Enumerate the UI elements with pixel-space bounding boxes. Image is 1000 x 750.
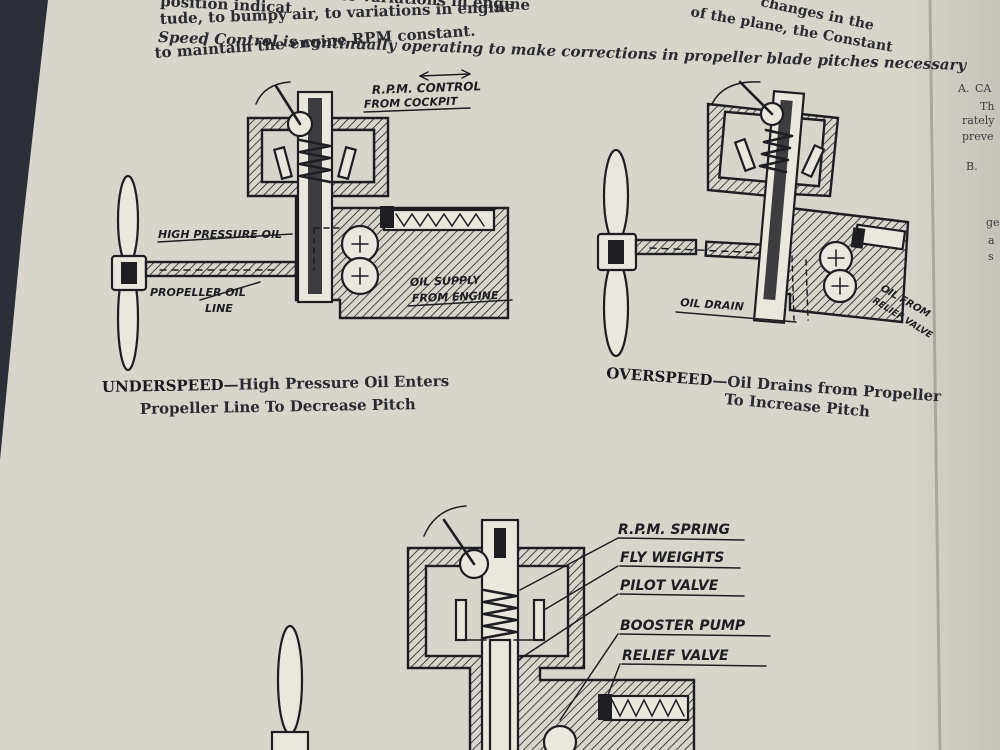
fly-weight-left-icon	[454, 598, 468, 642]
side-t: Th	[980, 100, 994, 113]
figure-underspeed: R.P.M. CONTROL FROM COCKPIT HIGH PRESSUR…	[102, 69, 513, 418]
side-g2: a	[988, 234, 995, 247]
fly-weight-left-icon	[272, 145, 294, 181]
label-pilot-valve: PILOT VALVE	[620, 578, 719, 594]
label-oil-drain: OIL DRAIN	[680, 296, 744, 313]
figure-overspeed: OIL DRAIN OIL FROM RELIEF VALVE OVERSPEE…	[596, 80, 943, 421]
label-propeller-oil: PROPELLER OIL	[150, 286, 246, 299]
label-rpm-spring: R.P.M. SPRING	[618, 522, 730, 538]
label-oil-supply: OIL SUPPLY	[410, 274, 482, 289]
side-g: ge	[986, 216, 1000, 229]
fly-weight-left-icon	[733, 137, 757, 173]
figure-parts: R.P.M. SPRING FLY WEIGHTS PILOT VALVE BO…	[270, 505, 771, 750]
side-a-word: CA	[975, 82, 992, 95]
propeller-icon	[596, 148, 638, 358]
pump-gear-icon	[542, 724, 578, 750]
label-fly-weights: FLY WEIGHTS	[620, 550, 724, 566]
side-r1: rately	[962, 114, 995, 127]
label-line: LINE	[205, 302, 233, 315]
label-relief-valve: RELIEF VALVE	[622, 648, 729, 664]
caption-underspeed: UNDERSPEED—High Pressure Oil Enters	[102, 372, 449, 396]
label-rpm-control: R.P.M. CONTROL	[372, 79, 482, 97]
label-high-pressure-oil: HIGH PRESSURE OIL	[158, 228, 282, 241]
label-booster-pump: BOOSTER PUMP	[620, 618, 746, 634]
caption-underspeed-line2: Propeller Line To Decrease Pitch	[140, 395, 416, 418]
fly-weight-right-icon	[800, 143, 826, 179]
side-b: B.	[966, 160, 978, 173]
rpm-spring-icon	[482, 588, 518, 640]
fly-weight-right-icon	[532, 598, 546, 642]
label-from-cockpit: FROM COCKPIT	[364, 95, 460, 111]
fly-weight-right-icon	[336, 145, 358, 181]
side-margin: A. CA Th rately preve B. ge a s	[957, 82, 1000, 263]
side-g3: s	[988, 250, 994, 263]
propeller-icon	[110, 174, 148, 372]
side-a: A.	[957, 82, 969, 95]
relief-valve	[602, 694, 690, 722]
rpm-spring-icon	[298, 138, 332, 184]
label-from-engine: FROM ENGINE	[412, 289, 500, 305]
propeller-oil-line	[144, 260, 298, 278]
side-r2: preve	[962, 130, 994, 143]
propeller-icon	[270, 624, 310, 750]
